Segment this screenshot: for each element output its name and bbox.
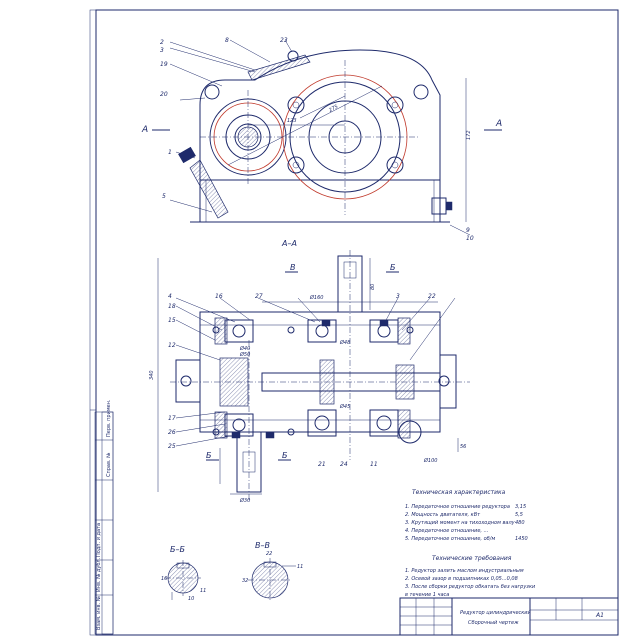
callout-10: 10	[466, 235, 474, 242]
sec-callout-25: 25	[168, 443, 176, 450]
vv-dim-1: 32	[242, 578, 248, 584]
callout-1: 1	[168, 149, 172, 156]
sec-dim-100: Ø100	[423, 457, 437, 464]
tech-specs-title: Техническая характеристика	[412, 489, 506, 496]
vv-dim-2: 22	[266, 551, 272, 557]
cut-b-top-right: Б	[390, 263, 396, 272]
sec-dim-45: Ø45	[339, 403, 350, 410]
tech-spec-line-1: 1. Передаточное отношение редуктора	[405, 504, 510, 510]
bearing-1	[224, 319, 254, 343]
tech-spec-line-4: 4. Передаточное отношение, ...	[405, 528, 488, 534]
callout-23: 23	[280, 37, 288, 44]
stamp-label-5: Взам. инв. №	[96, 595, 102, 630]
bearing-5	[307, 409, 337, 437]
dim-123: 123	[287, 118, 297, 124]
sec-callout-21: 21	[318, 461, 326, 468]
sec-dim-80: 80	[370, 284, 376, 290]
sec-callout-16: 16	[215, 293, 223, 300]
title-block: Редуктор цилиндрический Сборочный чертеж…	[399, 597, 619, 636]
sec-dim-340: 340	[149, 370, 155, 380]
callout-2: 2	[160, 39, 164, 46]
side-stamp: Перв. примен. Справ. № Подп. и дата Инв.…	[94, 399, 114, 635]
sec-dim-48: Ø48	[339, 339, 350, 346]
bb-dim-1: 16	[161, 576, 167, 582]
tech-req-line-2: 2. Осевой зазор в подшипниках 0,05...0,0…	[405, 576, 518, 582]
callout-8: 8	[225, 37, 229, 44]
tech-req-line-1: 1. Редуктор залить маслом индустриальным	[405, 568, 524, 574]
title-block-name: Редуктор цилиндрический	[460, 610, 532, 616]
callout-19: 19	[160, 61, 168, 68]
cut-a-left: А	[141, 125, 148, 135]
sheet-frame	[89, 9, 619, 636]
tech-specs: Техническая характеристика 1. Передаточн…	[405, 489, 528, 542]
tech-spec-val-5: 1450	[515, 536, 528, 542]
title-block-subtitle: Сборочный чертеж	[468, 620, 519, 626]
cut-v-left: Б	[206, 451, 212, 460]
sec-callout-18: 18	[168, 303, 176, 310]
tech-spec-line-2: 2. Мощность двигателя, кВт	[405, 512, 481, 518]
callout-20: 20	[160, 91, 168, 98]
cut-b-top: В	[290, 263, 296, 272]
detail-vv-title: В–В	[255, 541, 270, 550]
callout-9: 9	[466, 227, 470, 234]
tech-requirements: Технические требования 1. Редуктор залит…	[405, 555, 536, 598]
sec-callout-15: 15	[168, 317, 176, 324]
bb-dim-2: 10	[188, 596, 194, 602]
sec-callout-22: 22	[428, 293, 436, 300]
stamp-label-1: Перв. примен.	[106, 399, 112, 437]
tech-spec-val-3: 480	[515, 520, 525, 526]
view-title-aa: А–А	[281, 239, 297, 248]
dim-172: 172	[466, 130, 472, 140]
sec-callout-3: 3	[396, 293, 400, 300]
sec-callout-26: 26	[168, 429, 176, 436]
sec-dim-50: Ø50	[239, 351, 250, 358]
sec-dim-30: Ø30	[239, 497, 250, 504]
tech-req-title: Технические требования	[432, 555, 512, 562]
cut-a-right: А	[495, 119, 502, 129]
tech-spec-line-5: 5. Передаточное отношение, об/м	[405, 536, 495, 542]
callout-3: 3	[160, 47, 164, 54]
sec-callout-12: 12	[168, 342, 176, 349]
title-block-sheet: А1	[595, 612, 604, 619]
detail-bb: Б–Б 16 10 11	[161, 545, 206, 602]
tech-req-line-4: в течение 1 часа	[405, 592, 449, 598]
sec-callout-27: 27	[255, 293, 263, 300]
tech-spec-val-1: 3,15	[515, 504, 526, 510]
section-view-labels: 4 16 27 3 22 18 15 12 17 26 25 21 24 11 …	[149, 263, 466, 504]
sec-callout-24: 24	[340, 461, 348, 468]
stamp-label-4: Инв. № дубл.	[96, 557, 102, 592]
dim-275: 275	[328, 104, 339, 114]
bb-dim-3: 11	[200, 588, 206, 594]
stamp-label-2: Справ. №	[106, 452, 112, 477]
top-view	[152, 39, 502, 236]
sec-dim-160: Ø160	[309, 294, 323, 301]
sec-callout-4: 4	[168, 293, 172, 300]
tech-req-line-3: 3. После сборки редуктор обкатать без на…	[405, 584, 536, 590]
sec-dim-56: 56	[460, 444, 466, 450]
callout-5: 5	[162, 193, 166, 200]
sec-callout-17: 17	[168, 415, 176, 422]
vv-dim-3: 11	[297, 564, 303, 570]
section-view	[157, 250, 470, 500]
top-view-labels: 2 3 8 23 19 20 1 5 9 10 172 123 275 А А …	[141, 37, 502, 248]
sec-callout-11: 11	[370, 461, 378, 468]
cut-v-right: Б	[282, 451, 288, 460]
tech-spec-val-2: 5,5	[515, 512, 523, 518]
stamp-label-3: Подп. и дата	[96, 523, 102, 557]
detail-bb-title: Б–Б	[170, 545, 185, 554]
sec-dim-40: Ø40	[239, 345, 250, 352]
tech-spec-line-3: 3. Крутящий момент на тихоходном валу	[405, 520, 516, 526]
detail-vv: В–В 32 22 11	[242, 541, 303, 602]
